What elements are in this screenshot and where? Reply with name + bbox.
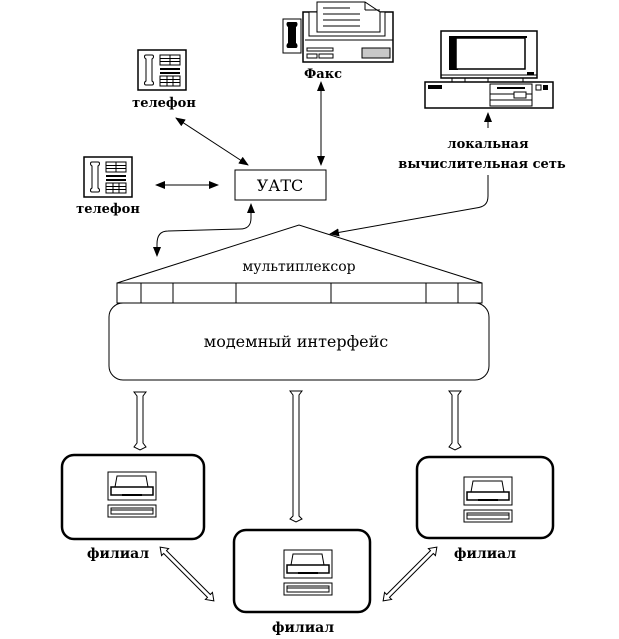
- branch-right-label: филиал: [454, 546, 516, 562]
- branch-right-center-arrow: [382, 546, 438, 602]
- branch-center-label: филиал: [272, 620, 334, 636]
- fax-icon: [282, 1, 394, 63]
- pbx-label: УАТС: [257, 176, 304, 195]
- phone-top-label: телефон: [132, 96, 196, 111]
- terminal-icon: [107, 471, 157, 518]
- terminal-icon: [283, 549, 333, 596]
- modem-label: модемный интерфейс: [204, 332, 389, 351]
- lan-mux-arrow: [329, 175, 489, 237]
- mux-label: мультиплексор: [242, 259, 355, 275]
- multiplexer: [116, 224, 483, 304]
- phone-left-label: телефон: [76, 202, 140, 217]
- lan-label-line1: локальная: [447, 137, 529, 152]
- modem-branch-left-arrow: [133, 391, 147, 451]
- pbx-mux-arrow: [153, 203, 255, 257]
- pbx-box: [234, 169, 327, 201]
- computer-icon: [424, 30, 554, 109]
- telephone-icon: [83, 156, 133, 198]
- modem-branch-right-arrow: [448, 390, 462, 451]
- branch-left-label: филиал: [87, 546, 149, 562]
- fax-label: Факс: [304, 67, 342, 82]
- phone-top-pbx-arrow: [175, 117, 249, 166]
- modem-branch-center-arrow: [289, 390, 303, 523]
- modem-interface-box: [108, 302, 490, 381]
- branch-left-center-arrow: [159, 546, 215, 602]
- lan-label-line2: вычислительная сеть: [398, 157, 566, 172]
- telephone-icon: [137, 49, 187, 91]
- terminal-icon: [463, 476, 513, 523]
